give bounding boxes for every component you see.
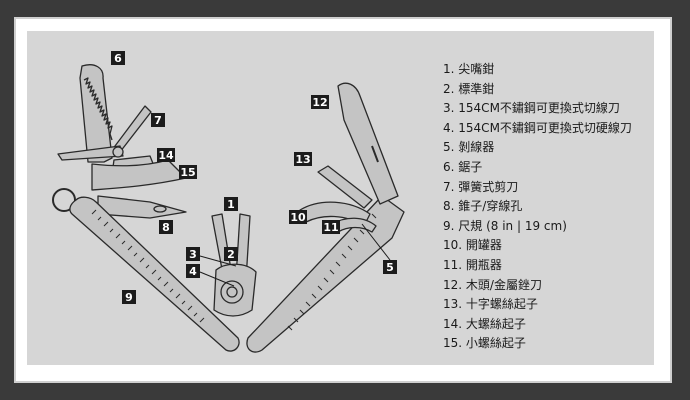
legend-item-text: 錐子/穿線孔 xyxy=(458,199,523,214)
callout-5: 5 xyxy=(383,260,397,274)
callout-label: 12 xyxy=(312,96,327,109)
leader-line-4 xyxy=(199,271,235,287)
legend-item-number: 4. xyxy=(443,120,455,135)
legend-item-text: 彈簧式剪刀 xyxy=(458,179,519,194)
legend-item-number: 1. xyxy=(443,62,455,76)
callout-label: 7 xyxy=(154,114,162,127)
legend-item-text: 154CM不鏽鋼可更換式切硬線刀 xyxy=(458,120,632,135)
legend-item-text: 鋸子 xyxy=(458,159,483,174)
callout-3: 3 xyxy=(186,247,200,261)
legend-item: 12. 木頭/金屬銼刀 xyxy=(443,276,632,296)
callout-label: 15 xyxy=(180,166,195,179)
legend-item: 13. 十字螺絲起子 xyxy=(443,295,632,315)
legend-item: 1. 尖嘴鉗 xyxy=(443,60,632,80)
legend-item-number: 3. xyxy=(443,101,455,116)
legend-item-text: 尖嘴鉗 xyxy=(458,62,495,76)
callout-label: 1 xyxy=(227,198,235,211)
saw-teeth xyxy=(83,77,113,141)
awl xyxy=(97,195,187,219)
legend-item-text: 開瓶器 xyxy=(465,257,502,272)
callout-label: 2 xyxy=(227,248,235,261)
callout-13: 13 xyxy=(294,152,312,166)
callout-11: 11 xyxy=(322,220,340,234)
legend-item: 7. 彈簧式剪刀 xyxy=(443,178,632,198)
callout-2: 2 xyxy=(224,247,238,261)
callout-label: 14 xyxy=(158,149,174,162)
file-slot xyxy=(371,145,379,163)
legend-item: 2. 標準鉗 xyxy=(443,80,632,100)
legend-item-text: 標準鉗 xyxy=(458,81,495,96)
pliers-pivot-inner xyxy=(226,286,238,298)
legend-item: 14. 大螺絲起子 xyxy=(443,315,632,335)
callout-12: 12 xyxy=(311,95,329,109)
legend-item-text: 小螺絲起子 xyxy=(465,336,526,351)
callout-15: 15 xyxy=(179,165,197,179)
legend-list: 1. 尖嘴鉗 2. 標準鉗 3. 154CM不鏽鋼可更換式切線刀 4. 154C… xyxy=(443,60,632,354)
callout-6: 6 xyxy=(111,51,125,65)
callout-label: 3 xyxy=(189,248,197,261)
legend-item-number: 12. xyxy=(443,277,463,292)
callout-7: 7 xyxy=(151,113,165,127)
callout-label: 9 xyxy=(125,291,133,304)
legend-item-text: 十字螺絲起子 xyxy=(465,297,538,312)
callout-8: 8 xyxy=(159,220,173,234)
legend-item: 3. 154CM不鏽鋼可更換式切線刀 xyxy=(443,99,632,119)
legend-item: 8. 錐子/穿線孔 xyxy=(443,197,632,217)
ruler-marks xyxy=(91,209,205,323)
callout-14: 14 xyxy=(157,148,175,162)
scissors-blade-lower xyxy=(57,145,124,161)
legend-item-text: 尺規 (8 in | 19 cm) xyxy=(458,218,567,233)
legend-item-number: 9. xyxy=(443,218,455,233)
legend-item-number: 11. xyxy=(443,257,463,272)
legend-item-number: 8. xyxy=(443,199,455,214)
callout-1: 1 xyxy=(224,197,238,211)
callout-label: 4 xyxy=(189,265,197,278)
callout-10: 10 xyxy=(289,210,307,224)
legend-item-text: 木頭/金屬銼刀 xyxy=(465,277,542,292)
legend-item-number: 5. xyxy=(443,140,455,155)
callout-label: 5 xyxy=(386,261,394,274)
callout-label: 8 xyxy=(162,221,170,234)
legend-item: 10. 開罐器 xyxy=(443,236,632,256)
saw-blade xyxy=(79,64,113,163)
awl-eye xyxy=(153,205,167,213)
legend-item-number: 15. xyxy=(443,336,463,351)
legend-item-number: 2. xyxy=(443,81,455,96)
phillips-screwdriver xyxy=(317,165,373,209)
legend-item-text: 154CM不鏽鋼可更換式切線刀 xyxy=(458,101,620,116)
leader-line-3 xyxy=(199,255,237,267)
left-tool-stack xyxy=(91,159,187,191)
legend-item-number: 7. xyxy=(443,179,455,194)
leader-line-5 xyxy=(361,223,391,261)
right-handle xyxy=(246,195,405,353)
left-handle xyxy=(69,196,240,352)
legend-item: 5. 剝線器 xyxy=(443,138,632,158)
callout-9: 9 xyxy=(122,290,136,304)
callout-label: 13 xyxy=(295,153,310,166)
callout-label: 10 xyxy=(290,211,306,224)
legend-item-number: 14. xyxy=(443,316,463,331)
legend-item-number: 6. xyxy=(443,159,455,174)
legend-item: 4. 154CM不鏽鋼可更換式切硬線刀 xyxy=(443,119,632,139)
legend-item: 6. 鋸子 xyxy=(443,158,632,178)
scissors-pivot xyxy=(112,146,124,158)
scissors-blade-upper xyxy=(111,105,152,153)
file-tool xyxy=(337,82,399,205)
legend-item-number: 10. xyxy=(443,238,463,253)
legend-item: 11. 開瓶器 xyxy=(443,256,632,276)
legend-item: 9. 尺規 (8 in | 19 cm) xyxy=(443,217,632,237)
legend-item-text: 剝線器 xyxy=(458,140,495,155)
legend-item-text: 大螺絲起子 xyxy=(465,316,526,331)
legend-item-number: 13. xyxy=(443,297,463,312)
callout-4: 4 xyxy=(186,264,200,278)
callout-label: 6 xyxy=(114,52,122,65)
callout-label: 11 xyxy=(323,221,338,234)
legend-item-text: 開罐器 xyxy=(465,238,502,253)
legend-item: 15. 小螺絲起子 xyxy=(443,334,632,354)
